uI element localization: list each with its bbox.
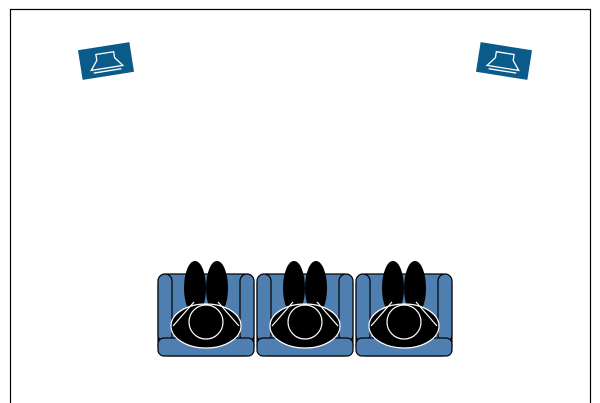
seat-center	[257, 261, 353, 356]
right-speaker-icon	[476, 42, 532, 80]
seat-left	[158, 261, 254, 356]
left-speaker-icon	[78, 42, 134, 80]
seat-right	[356, 261, 452, 356]
